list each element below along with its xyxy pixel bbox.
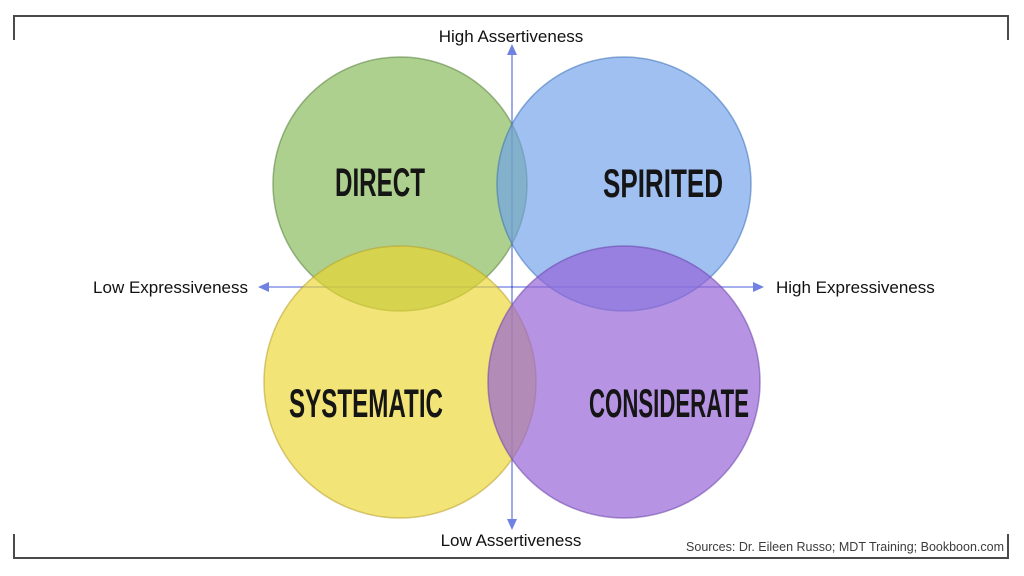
frame-top-edge [13,15,1009,40]
venn-circles [263,56,761,519]
spirited-label: SPIRITED [603,162,723,206]
arrow-down-icon [507,519,517,530]
frame-bottom-edge [13,534,1009,559]
arrow-right-icon [753,282,764,292]
direct-label: DIRECT [335,161,425,205]
low-assertiveness-label: Low Assertiveness [441,531,582,550]
circle-labels: DIRECT SPIRITED SYSTEMATIC CONSIDERATE [289,161,749,426]
arrow-up-icon [507,44,517,55]
axis-labels: High Assertiveness Low Assertiveness Low… [93,27,935,550]
high-assertiveness-label: High Assertiveness [439,27,584,46]
low-expressiveness-label: Low Expressiveness [93,278,248,297]
slide-frame [13,15,1009,559]
systematic-label: SYSTEMATIC [289,382,443,426]
source-attribution: Sources: Dr. Eileen Russo; MDT Training;… [686,540,1004,554]
considerate-label: CONSIDERATE [589,382,749,426]
considerate-circle [487,245,761,519]
arrow-left-icon [258,282,269,292]
high-expressiveness-label: High Expressiveness [776,278,935,297]
